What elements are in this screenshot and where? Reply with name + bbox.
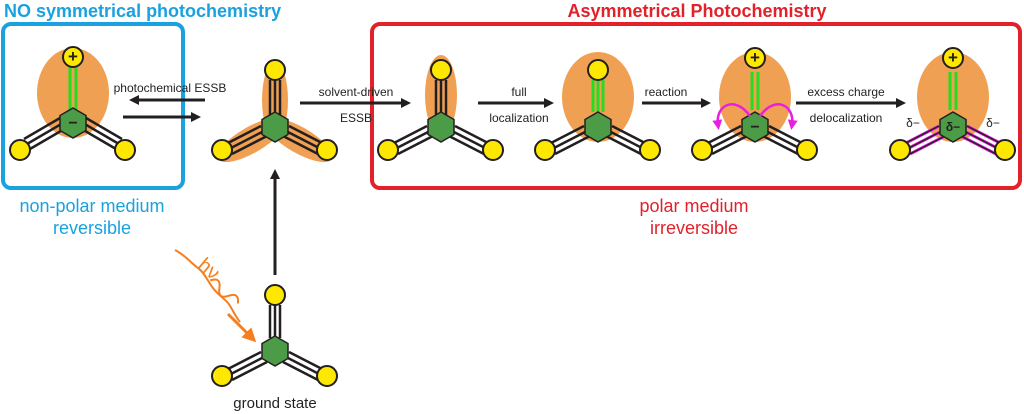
plus-charge-3: + <box>948 48 958 67</box>
excess-charge-label: excess charge <box>807 85 885 99</box>
delta-minus-center: δ− <box>946 120 960 134</box>
asymmetric-reversibility-label: irreversible <box>650 218 738 238</box>
asymmetric-panel-title: Asymmetrical Photochemistry <box>567 1 826 21</box>
plus-charge-1: + <box>68 47 78 66</box>
molecule-partial-localization <box>377 55 504 161</box>
delta-minus-right: δ− <box>986 116 1000 130</box>
molecule-full-localization <box>534 52 661 161</box>
localization-label: localization <box>489 111 548 125</box>
symmetric-reversibility-label: reversible <box>53 218 131 238</box>
essb-label: ESSB <box>340 111 372 125</box>
molecule-reaction <box>691 47 818 161</box>
symmetric-panel-title: NO symmetrical photochemistry <box>4 1 281 21</box>
hv-label: hν <box>193 254 223 284</box>
full-label: full <box>511 85 526 99</box>
delocalization-label: delocalization <box>810 111 883 125</box>
molecule-symmetric-localized <box>9 46 136 161</box>
light-arrow <box>226 312 257 343</box>
ground-state-label: ground state <box>233 395 316 412</box>
molecule-ground-state <box>211 284 338 387</box>
light-wave-packet <box>209 278 240 304</box>
reaction-label: reaction <box>645 85 688 99</box>
photochemical-essb-label: photochemical ESSB <box>114 81 227 95</box>
symmetric-panel-frame <box>1 22 185 190</box>
minus-charge-2: − <box>750 119 759 136</box>
solvent-driven-label: solvent-driven <box>319 85 394 99</box>
molecule-delocalized <box>211 59 338 163</box>
symmetric-medium-label: non-polar medium <box>19 196 164 216</box>
asymmetric-panel-frame <box>370 22 1022 190</box>
asymmetric-medium-label: polar medium <box>639 196 748 216</box>
delta-minus-left: δ− <box>906 116 920 130</box>
plus-charge-2: + <box>750 48 760 67</box>
molecule-charge-delocalization <box>889 47 1016 161</box>
minus-charge-1: − <box>68 115 77 132</box>
light-wave <box>174 249 241 323</box>
